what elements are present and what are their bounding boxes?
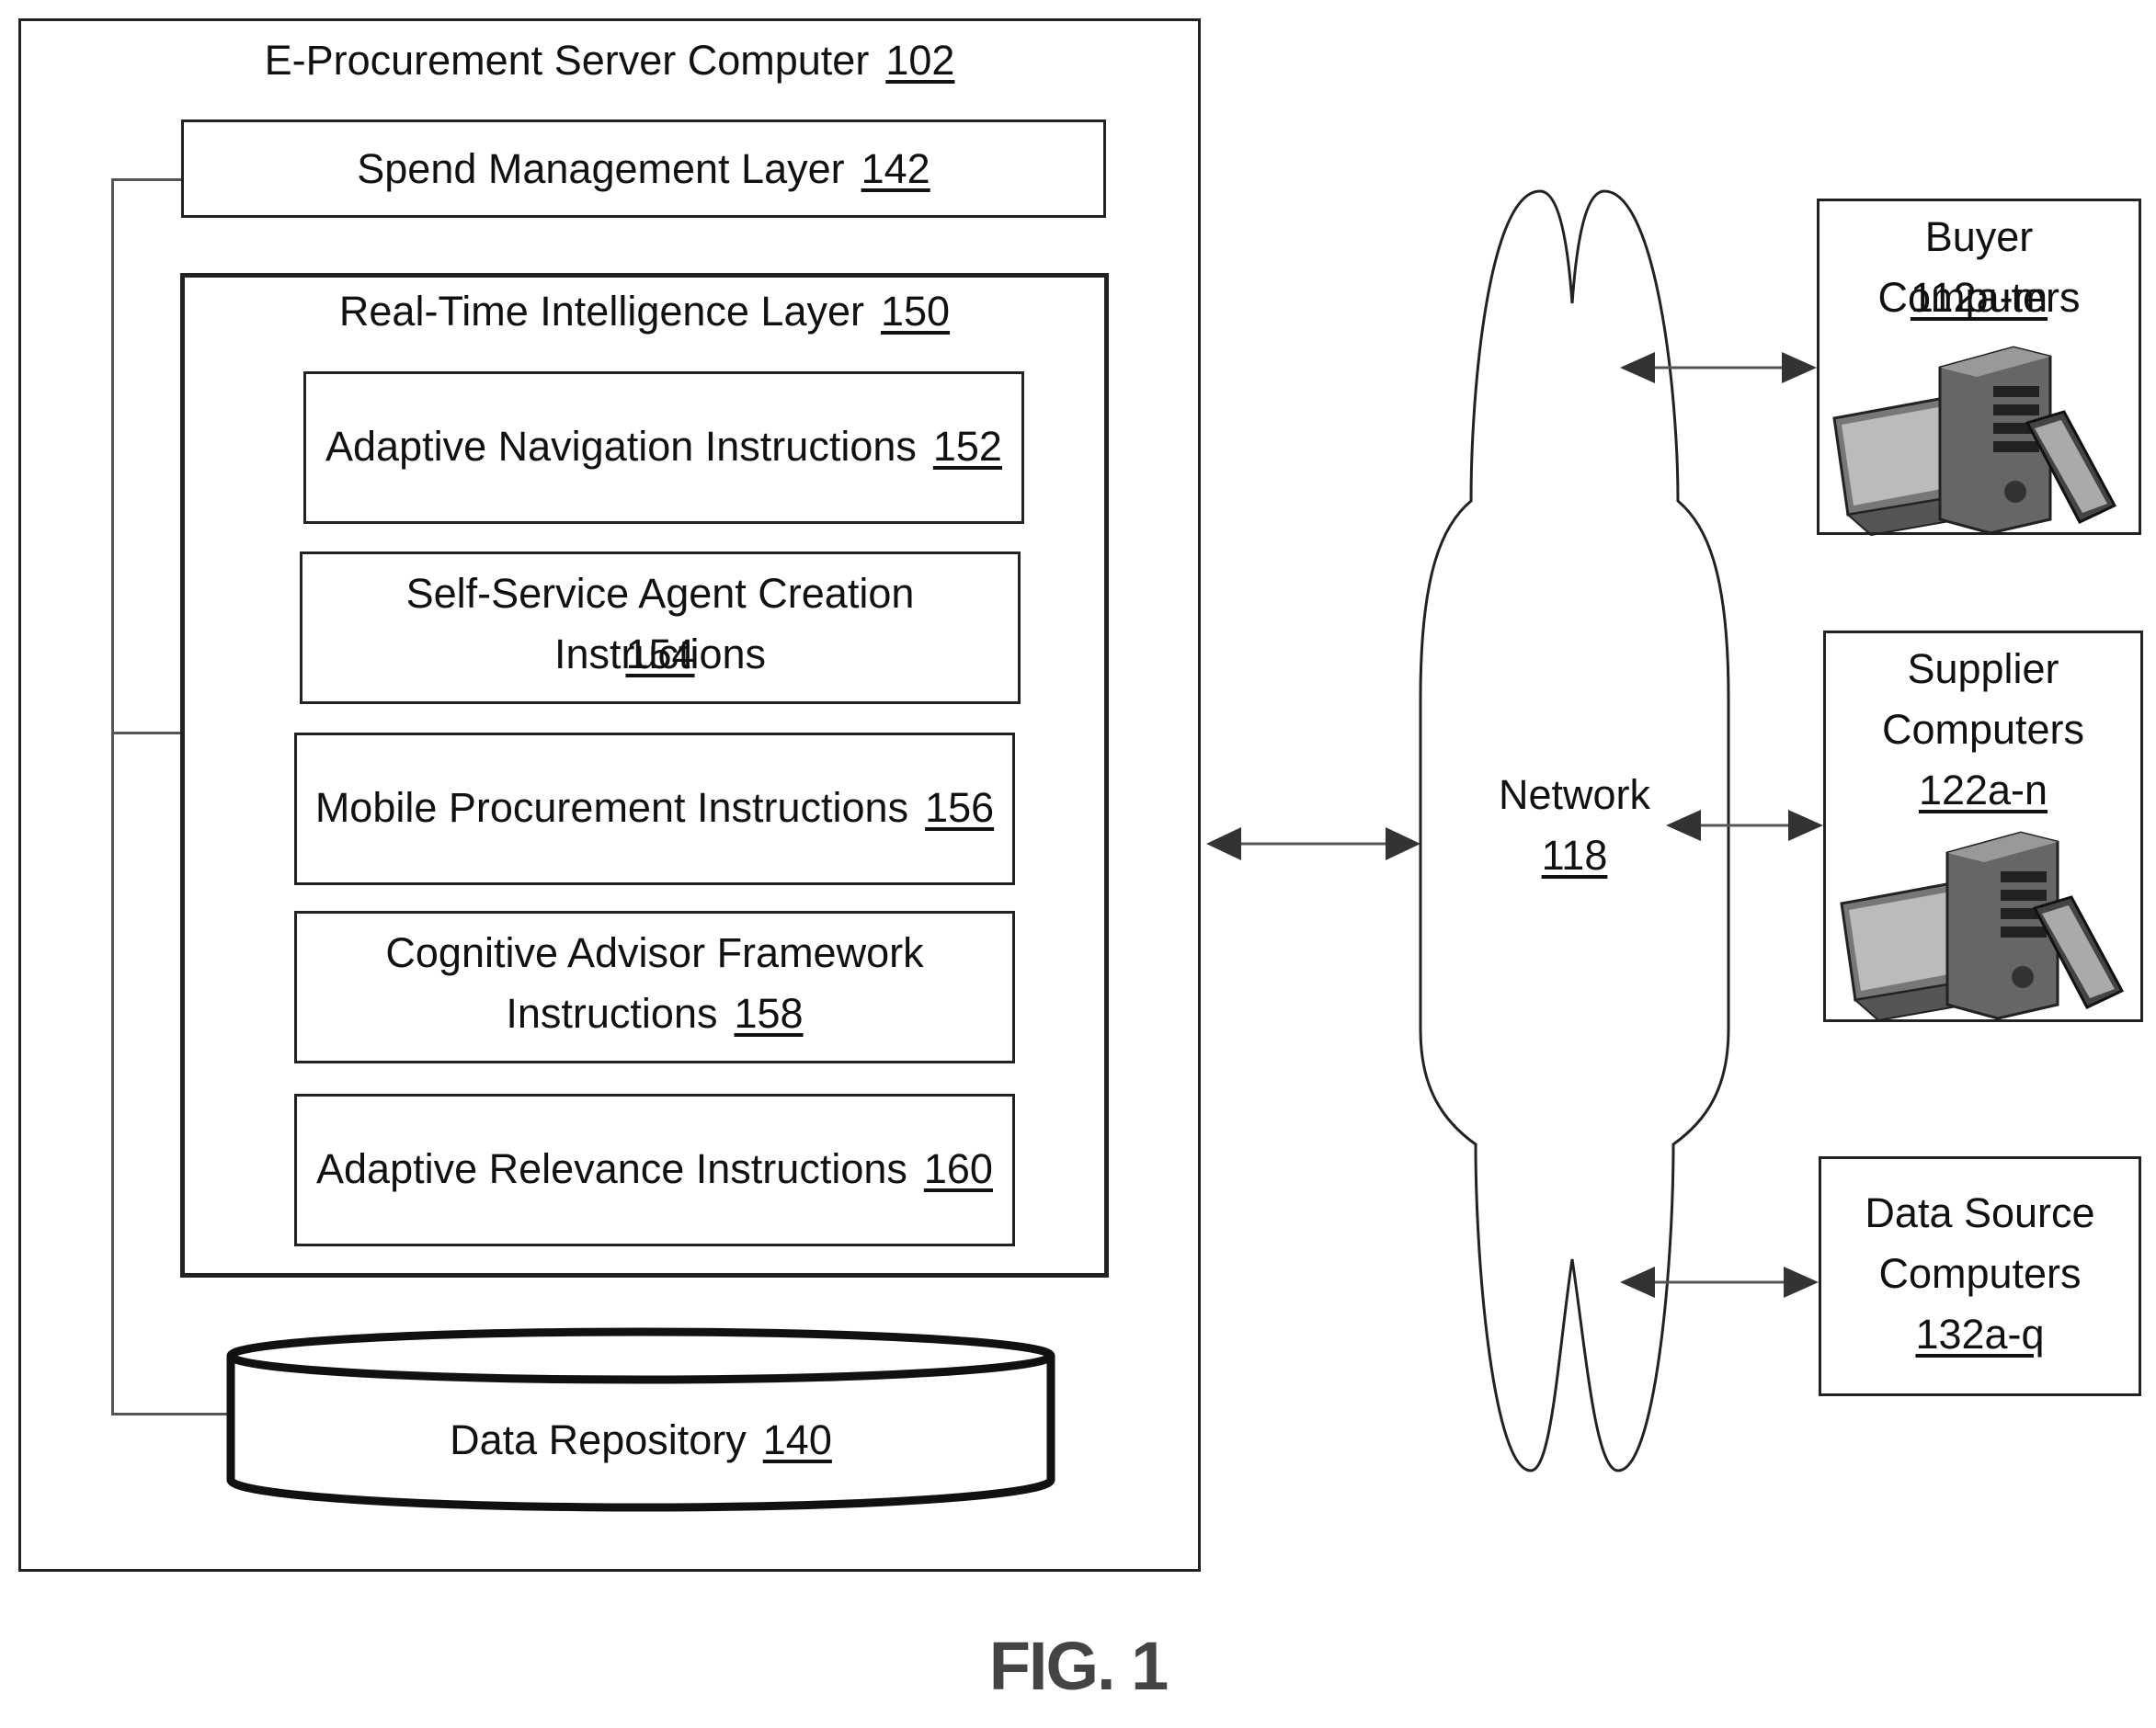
- data-source-computers-box: Data Source Computers 132a-q: [1819, 1156, 2141, 1396]
- buyer-computers-box: Buyer Computers 112a-m: [1817, 199, 2141, 535]
- arrow-server-network: [1206, 827, 1420, 860]
- network-label: Network 118: [1420, 765, 1728, 886]
- figure-caption: FIG. 1: [0, 1627, 2156, 1705]
- data-repository-ref: 140: [763, 1416, 832, 1463]
- supplier-computers-box: Supplier Computers 122a-n: [1823, 631, 2143, 1022]
- arrow-network-datasource: [1620, 1267, 1819, 1298]
- arrow-network-buyer: [1620, 352, 1817, 383]
- data-repository-label: Data Repository140: [231, 1410, 1051, 1471]
- network-ref: 118: [1542, 832, 1608, 879]
